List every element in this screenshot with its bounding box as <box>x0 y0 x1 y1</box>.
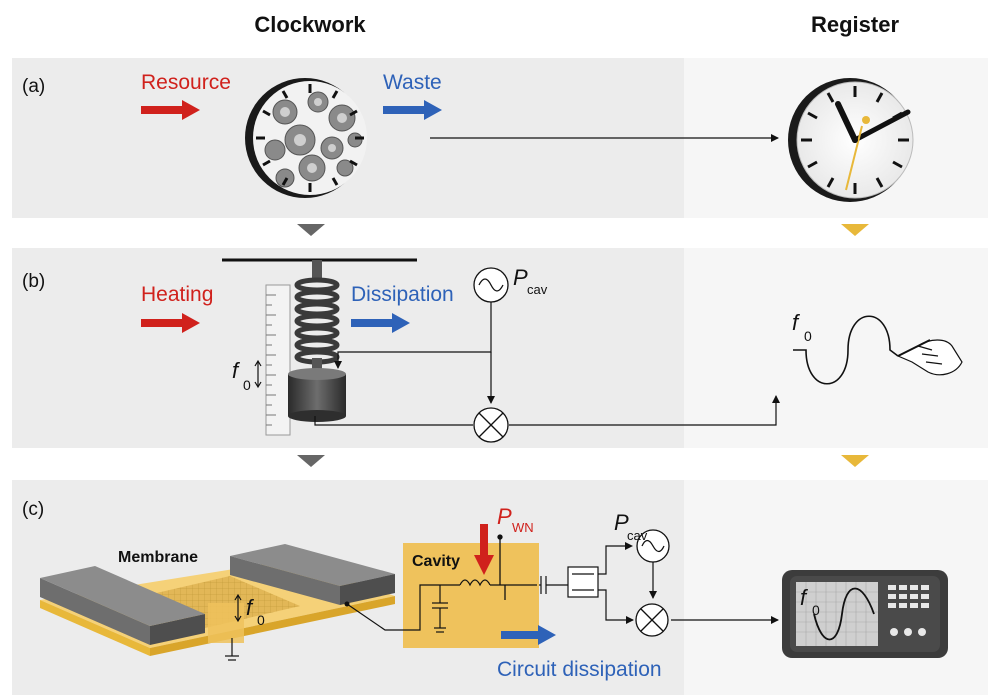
resource-label: Resource <box>141 71 231 94</box>
source-arrowhead-c <box>625 542 633 550</box>
freq-label-c: f <box>246 595 255 620</box>
dissipation-arrow <box>351 313 410 333</box>
trace-label: f <box>792 310 801 335</box>
cavity-label: Cavity <box>412 553 460 570</box>
panel-b-tag: (b) <box>22 271 45 292</box>
membrane-label: Membrane <box>118 549 198 566</box>
freq-double-arrow-c <box>234 593 242 623</box>
freq-label-b: f <box>232 358 241 383</box>
down-arrow-right-2 <box>841 455 869 467</box>
cavity-box <box>403 543 539 648</box>
trace-sub: 0 <box>804 328 812 344</box>
ruler-icon <box>265 284 291 436</box>
inductor-icon <box>497 534 506 600</box>
header-register: Register <box>811 12 899 37</box>
noise-label: P <box>497 504 512 529</box>
scope-label: f <box>800 585 809 610</box>
scope-sub: 0 <box>812 602 820 618</box>
source-sub-b: cav <box>527 282 548 297</box>
freq-sub-c: 0 <box>257 612 265 628</box>
noise-sub: WN <box>512 520 534 535</box>
source-label-c: P <box>614 510 629 535</box>
capacitor-icon <box>432 602 448 633</box>
oscillator-source-icon-c <box>636 529 670 563</box>
waste-arrow <box>383 100 442 120</box>
ground-icon <box>225 638 239 661</box>
mixer-icon <box>473 407 509 443</box>
down-arrow-right-1 <box>841 224 869 236</box>
cavity-circuit <box>346 579 537 631</box>
circuit-dissipation-label: Circuit dissipation <box>497 658 662 681</box>
noise-arrow <box>474 524 494 575</box>
coupler-circuit <box>539 545 779 624</box>
heating-label: Heating <box>141 283 213 306</box>
freq-double-arrow-b <box>254 359 262 389</box>
source-label-b: P <box>513 265 528 290</box>
wires-b <box>314 302 780 426</box>
panel-c-tag: (c) <box>22 499 44 520</box>
resource-arrow <box>141 100 200 120</box>
membrane-chip-icon <box>40 544 395 656</box>
down-arrow-left-2 <box>297 455 325 467</box>
down-arrow-left-1 <box>297 224 325 236</box>
wall-clock-icon <box>788 78 914 202</box>
oscillator-source-icon <box>473 267 509 303</box>
header-clockwork: Clockwork <box>254 12 366 37</box>
clock-gears-icon <box>245 78 367 198</box>
dissipation-label: Dissipation <box>351 283 454 306</box>
panel-a-tag: (a) <box>22 76 45 97</box>
circuit-dissipation-arrow <box>501 625 556 645</box>
spring-mass-icon <box>288 260 346 422</box>
mixer-icon-c <box>635 603 669 637</box>
hand-pen-icon <box>896 339 963 376</box>
waste-label: Waste <box>383 71 442 94</box>
heating-arrow <box>141 313 200 333</box>
source-sub-c: cav <box>627 528 648 543</box>
trace-curve <box>793 315 899 385</box>
freq-sub-b: 0 <box>243 377 251 393</box>
oscilloscope-icon <box>782 570 948 658</box>
